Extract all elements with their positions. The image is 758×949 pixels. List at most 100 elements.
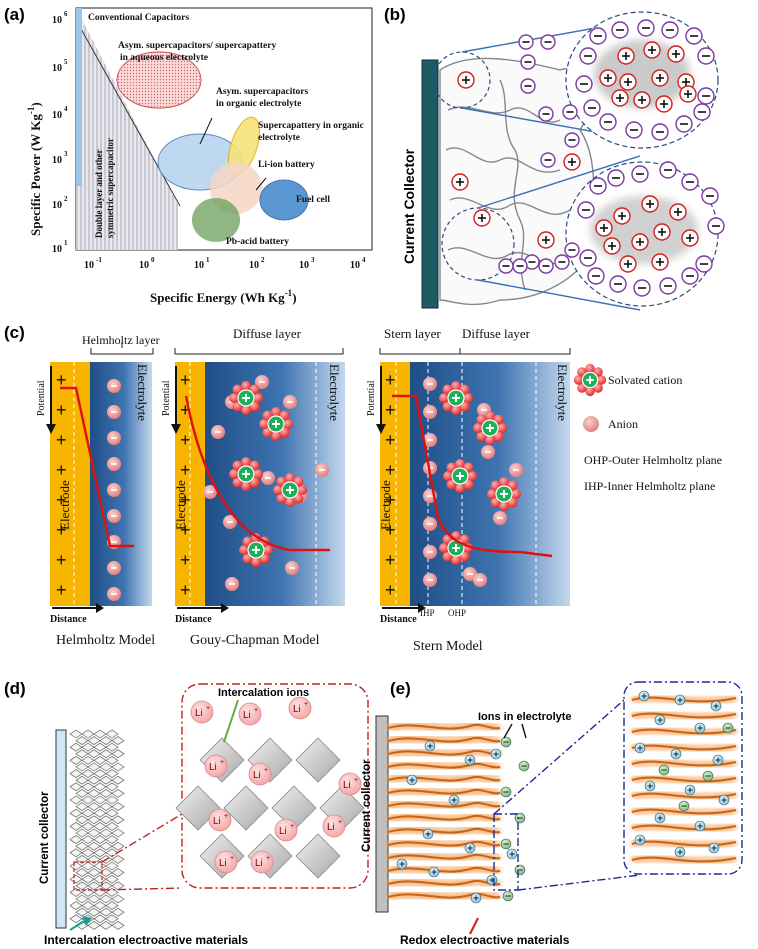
electrolyte-ion (694, 722, 706, 734)
electrolyte-ion (422, 828, 434, 840)
cation-ion (603, 237, 621, 255)
lattice-cell (99, 775, 113, 785)
lattice-cell (105, 769, 119, 779)
lattice-diamond (223, 785, 269, 831)
svg-text:Li: Li (243, 710, 251, 721)
redox-bottom-label: Redox electroactive materials (400, 933, 570, 947)
electrolyte-label-3: Electrolyte (555, 364, 570, 421)
electrolyte-ion (634, 742, 646, 754)
anion-ion (285, 561, 299, 575)
lattice-cell (99, 736, 113, 746)
svg-text:10: 10 (249, 260, 259, 271)
panel-d-intercalation: Current collector Li+Li+Li+Li+Li+Li+Li+L… (39, 683, 369, 947)
lattice-cell (69, 742, 83, 752)
electrode-charge: + (385, 580, 396, 600)
lattice-cell (111, 775, 125, 785)
anion-ion (589, 27, 607, 45)
potential-curve-stern (392, 394, 553, 558)
anion-ion (681, 173, 699, 191)
lattice-cell (69, 848, 83, 858)
redox-fiber (387, 788, 501, 795)
anion-ion (261, 471, 275, 485)
solvated-cation (239, 533, 273, 567)
li-ion: Li+ (338, 772, 362, 796)
electrolyte-ion (490, 748, 502, 760)
potential-curve-helmholtz (60, 386, 134, 548)
cation-ion (651, 253, 669, 271)
lattice-cell (87, 841, 101, 851)
svg-text:+: + (220, 759, 224, 766)
solvated-cation (229, 457, 263, 491)
redox-fiber-zoom (631, 776, 737, 783)
region-pb-acid (192, 198, 240, 242)
anion-ion (609, 275, 627, 293)
anion-ion (283, 395, 297, 409)
anion-ion (423, 405, 437, 419)
lattice-cell (93, 782, 107, 792)
electrolyte-ion (654, 714, 666, 726)
cation-ion (537, 231, 555, 249)
anion-ion (685, 27, 703, 45)
li-ion: Li+ (214, 850, 238, 874)
svg-text:+: + (290, 823, 294, 830)
electrode-charge: + (180, 550, 191, 570)
lattice-cell (87, 815, 101, 825)
lattice-cell (111, 854, 125, 864)
svg-text:10: 10 (52, 155, 62, 166)
lattice-cell (99, 841, 113, 851)
electrode-charge: + (56, 400, 67, 420)
region-fuel-cell (259, 179, 309, 221)
panel-b-porous-electrode: Current Collector (401, 11, 725, 311)
lattice-cell (75, 868, 89, 878)
lattice-cell (69, 914, 83, 924)
electrode-charge: + (56, 460, 67, 480)
li-ion: Li+ (322, 814, 346, 838)
svg-text:+: + (230, 855, 234, 862)
distance-label-2: Distance (175, 614, 212, 625)
anion-ion (107, 457, 121, 471)
lattice-cell (93, 795, 107, 805)
lattice-cell (105, 808, 119, 818)
svg-text:+: + (266, 855, 270, 862)
svg-text:2: 2 (261, 256, 265, 264)
label-dl-2: symmetric supercapacitor (105, 138, 115, 238)
svg-text:10: 10 (52, 110, 62, 121)
solvated-cation (229, 381, 263, 415)
cation-ion (595, 219, 613, 237)
lattice-cell (99, 907, 113, 917)
cation-ion (473, 209, 491, 227)
li-ion: Li+ (238, 702, 262, 726)
redox-fiber (387, 814, 501, 821)
electrolyte-ion (514, 812, 526, 824)
electrolyte-label-2: Electrolyte (327, 364, 342, 421)
cation-ion (651, 69, 669, 87)
lattice-cell (105, 835, 119, 845)
svg-text:+: + (224, 813, 228, 820)
lattice-cell (99, 920, 113, 930)
electrolyte-ion (710, 700, 722, 712)
svg-text:Li: Li (255, 858, 263, 869)
lattice-cell (93, 914, 107, 924)
label-asym-org-2: in organic electrolyte (216, 99, 301, 109)
label-liion: Li-ion battery (258, 160, 315, 170)
lattice-cell (99, 815, 113, 825)
current-collector-d-label: Current collector (39, 791, 51, 884)
lattice-cell (75, 788, 89, 798)
anion-ion (107, 483, 121, 497)
panel-c-double-layer-models: Helmholtz layer Diffuse layer Stern laye… (36, 326, 722, 654)
y-tick: 101 (52, 239, 68, 255)
lattice-cell (105, 861, 119, 871)
cation-ion (599, 69, 617, 87)
electrode-charge: + (56, 430, 67, 450)
electrode-charge: + (385, 400, 396, 420)
panel-e-redox: Current collector Ions in electrolyte Re… (361, 681, 743, 947)
svg-text:6: 6 (64, 10, 68, 18)
model-helmholtz: Helmholtz Model (56, 633, 155, 648)
anion-ion (498, 258, 514, 274)
electrolyte-ion (708, 842, 720, 854)
lattice-cell (81, 848, 95, 858)
electrode-charge: + (180, 370, 191, 390)
lattice-cell (87, 749, 101, 759)
